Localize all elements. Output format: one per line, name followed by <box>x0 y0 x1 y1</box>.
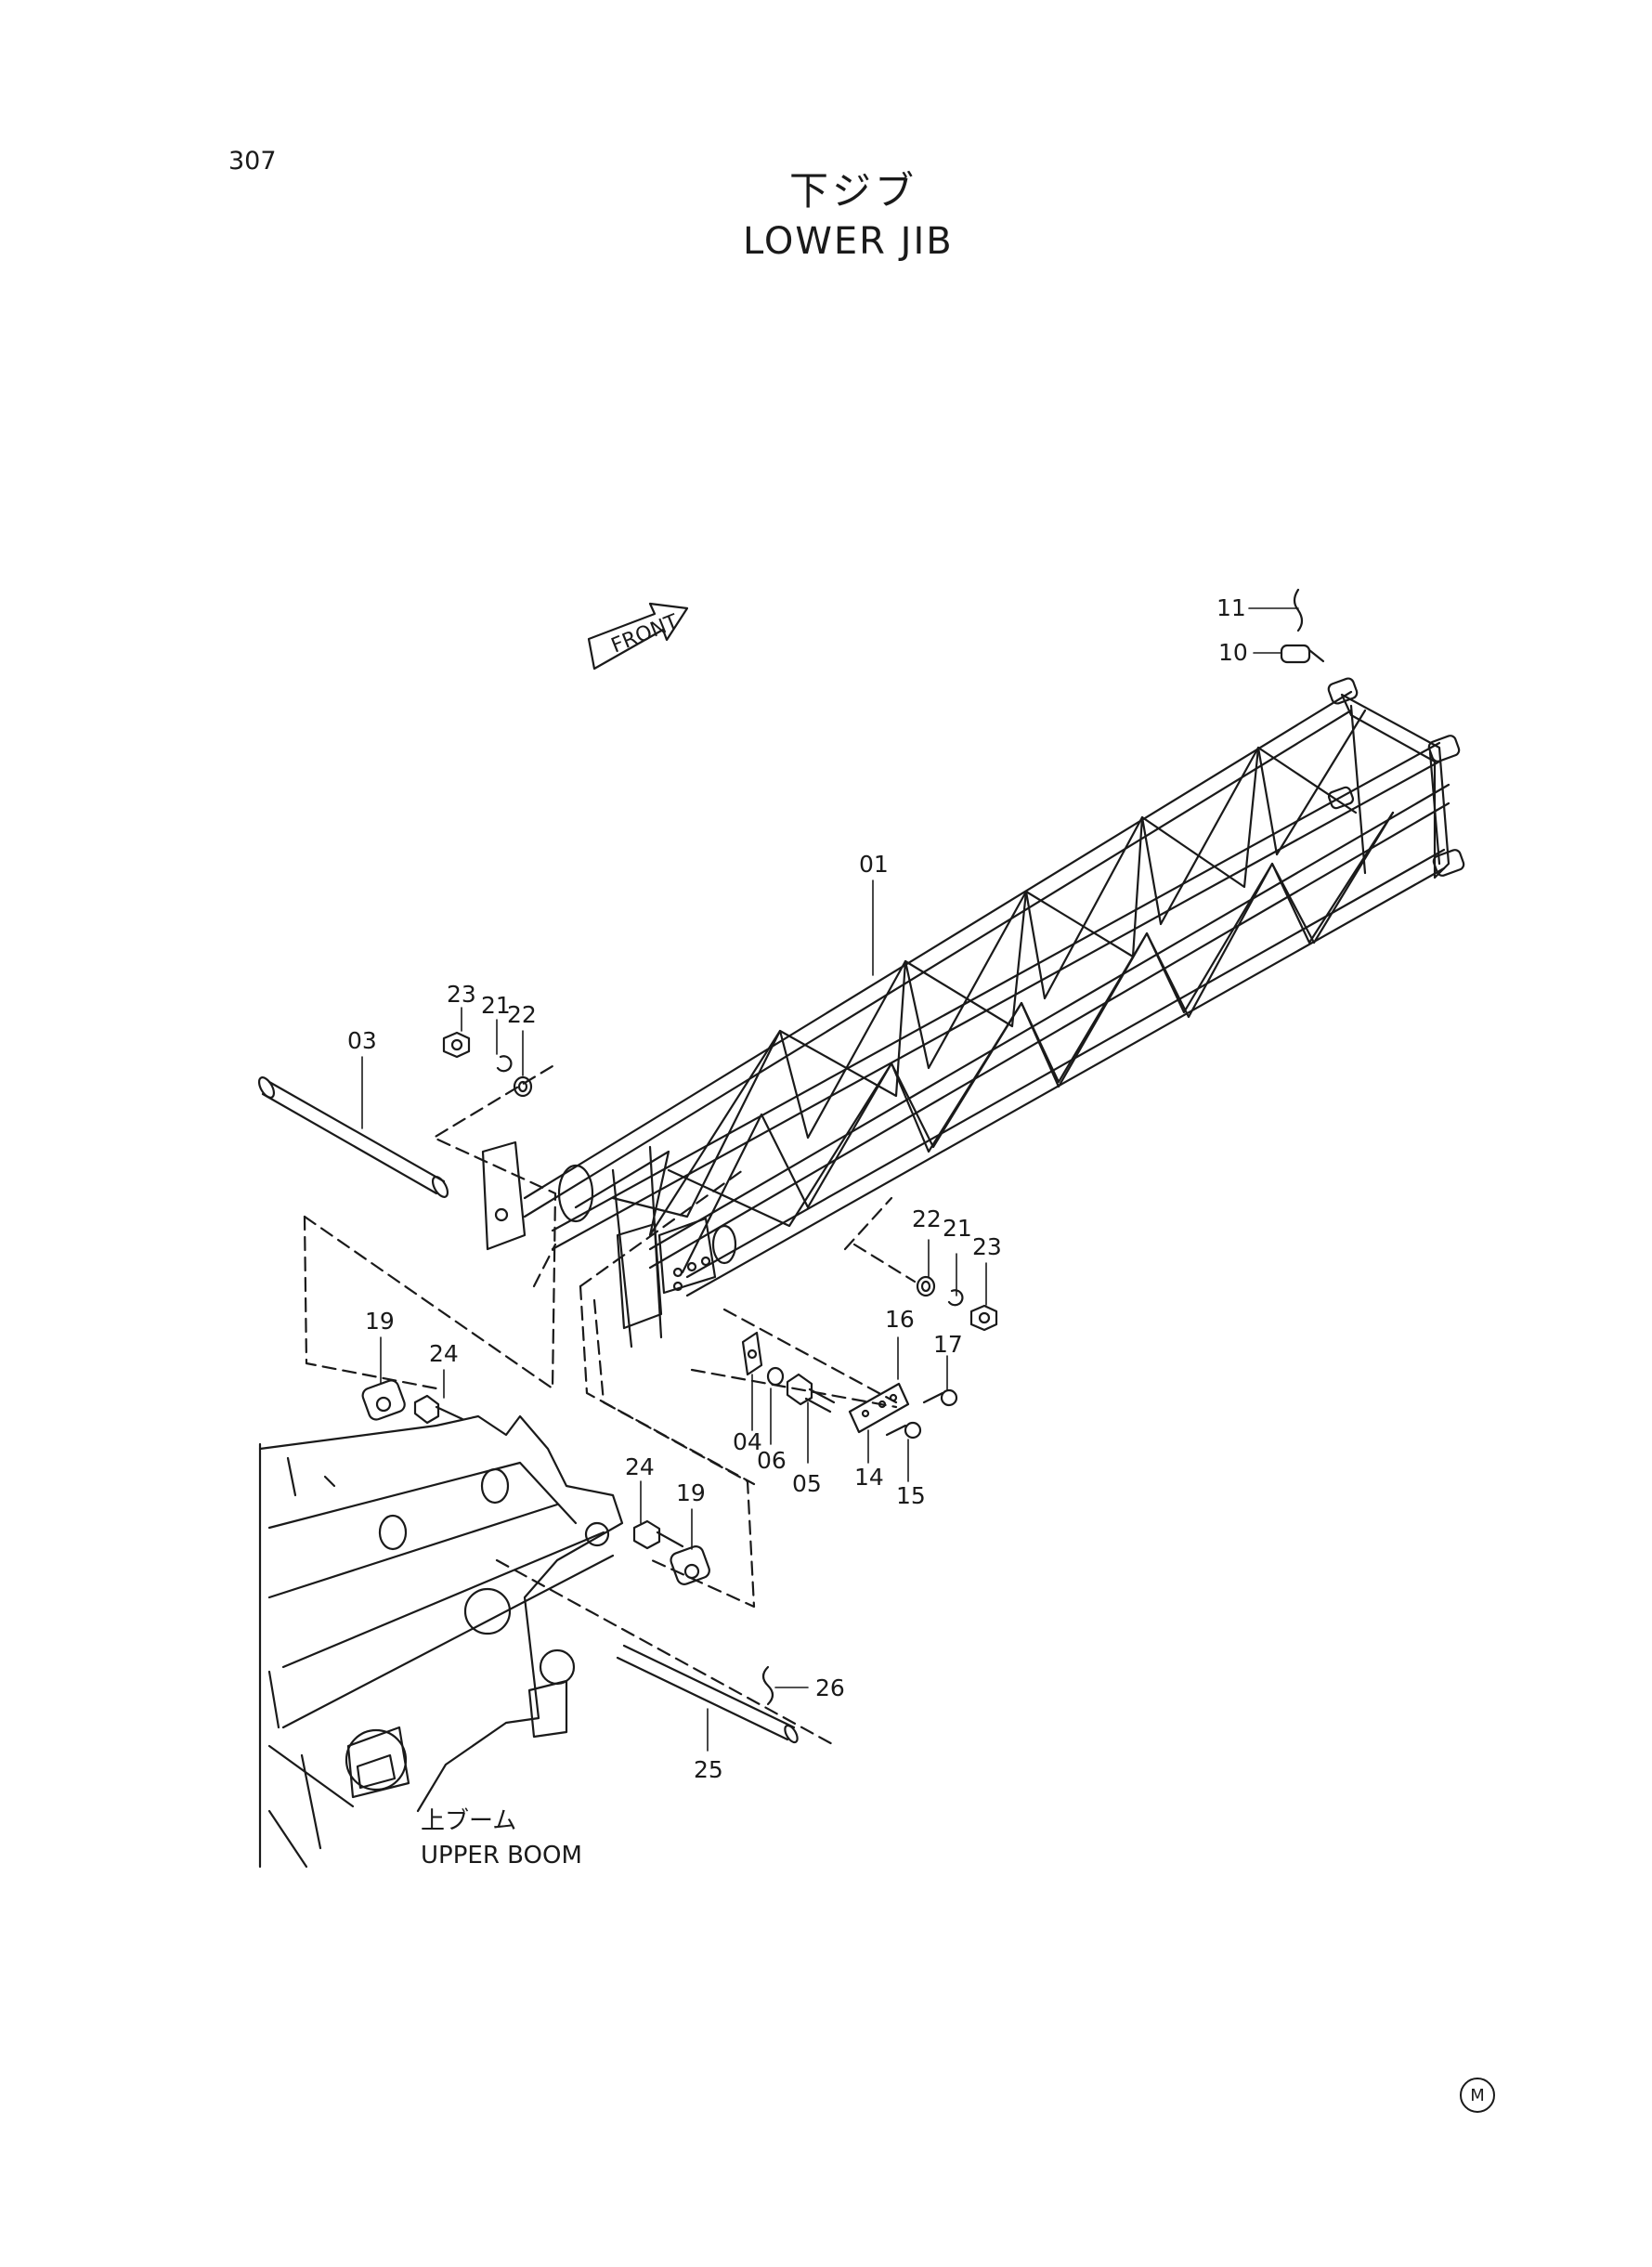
nut-23-upper <box>442 1031 471 1059</box>
upper-boom-structure <box>258 1414 624 1869</box>
callout-16: 16 <box>885 1306 915 1333</box>
callout-11: 11 <box>1216 594 1246 621</box>
callout-14: 14 <box>854 1464 884 1491</box>
bolt-05 <box>786 1373 836 1414</box>
bolt-24-left <box>413 1394 464 1425</box>
callout-26: 26 <box>815 1674 845 1701</box>
bolt-24-right <box>632 1519 684 1550</box>
retainer-19-right <box>670 1545 710 1585</box>
callout-15: 15 <box>896 1482 926 1509</box>
m-mark-icon: M <box>1460 2078 1495 2113</box>
washer-22-lower <box>916 1275 936 1297</box>
callout-21-lower: 21 <box>943 1215 972 1242</box>
callout-leader-lines <box>361 607 1299 1752</box>
callout-24-left: 24 <box>429 1340 459 1367</box>
callout-03: 03 <box>347 1027 377 1054</box>
pin-03 <box>257 1076 449 1198</box>
callout-19-left: 19 <box>365 1308 395 1335</box>
callout-23-lower: 23 <box>972 1233 1002 1260</box>
pin-25 <box>616 1644 799 1744</box>
callout-05: 05 <box>792 1470 822 1497</box>
callout-22-lower: 22 <box>912 1205 942 1232</box>
callout-17: 17 <box>933 1331 963 1358</box>
front-arrow-icon: FRONT <box>587 602 689 671</box>
upper-boom-label-english: UPPER BOOM <box>421 1842 582 1870</box>
callout-24-right: 24 <box>625 1453 655 1480</box>
lower-jib-lattice <box>481 677 1465 1348</box>
plate-14 <box>848 1382 910 1434</box>
screw-17 <box>922 1388 958 1407</box>
page-number: 307 <box>228 147 277 176</box>
screw-15 <box>885 1421 922 1440</box>
washer-22-upper <box>513 1075 533 1098</box>
upper-boom-label-japanese: 上ブーム <box>421 1807 517 1835</box>
callout-01: 01 <box>859 851 889 878</box>
callout-22-upper: 22 <box>507 1001 537 1028</box>
clip-11 <box>1293 588 1304 632</box>
assembly-guide-lines <box>303 1064 917 1748</box>
bracket-04 <box>741 1331 763 1376</box>
nut-23-lower <box>969 1304 998 1332</box>
callout-04: 04 <box>733 1428 762 1455</box>
clip-26 <box>761 1665 774 1706</box>
retainer-19-left <box>361 1379 406 1421</box>
callout-25: 25 <box>694 1756 723 1783</box>
callout-21-upper: 21 <box>481 992 511 1019</box>
pin-10 <box>1280 644 1325 664</box>
washer-06 <box>766 1366 785 1387</box>
title-japanese: 下ジブ <box>789 168 918 214</box>
snap-ring-21-upper <box>496 1055 513 1073</box>
callout-10: 10 <box>1218 639 1248 666</box>
callout-06: 06 <box>757 1447 787 1474</box>
title-english: LOWER JIB <box>743 220 954 263</box>
callout-19-right: 19 <box>676 1479 706 1506</box>
callout-23-upper: 23 <box>447 981 476 1008</box>
